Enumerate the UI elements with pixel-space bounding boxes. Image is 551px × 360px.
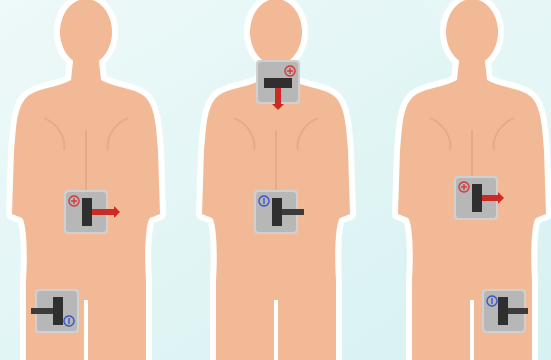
connector [472, 184, 482, 212]
black-cable [31, 308, 53, 314]
connector [53, 297, 63, 325]
black-cable [282, 209, 304, 215]
thigh-electrode [482, 289, 528, 333]
lower-back-electrode [254, 190, 304, 234]
connector [264, 78, 292, 88]
black-cable [508, 308, 528, 314]
connector [82, 198, 92, 226]
red-cable [92, 209, 114, 215]
red-cable [275, 88, 281, 104]
thigh-electrode [31, 289, 79, 333]
connector [272, 198, 282, 226]
neck-electrode [256, 60, 300, 110]
lower-back-electrode [454, 176, 504, 220]
connector [498, 297, 508, 325]
red-cable [482, 195, 498, 201]
